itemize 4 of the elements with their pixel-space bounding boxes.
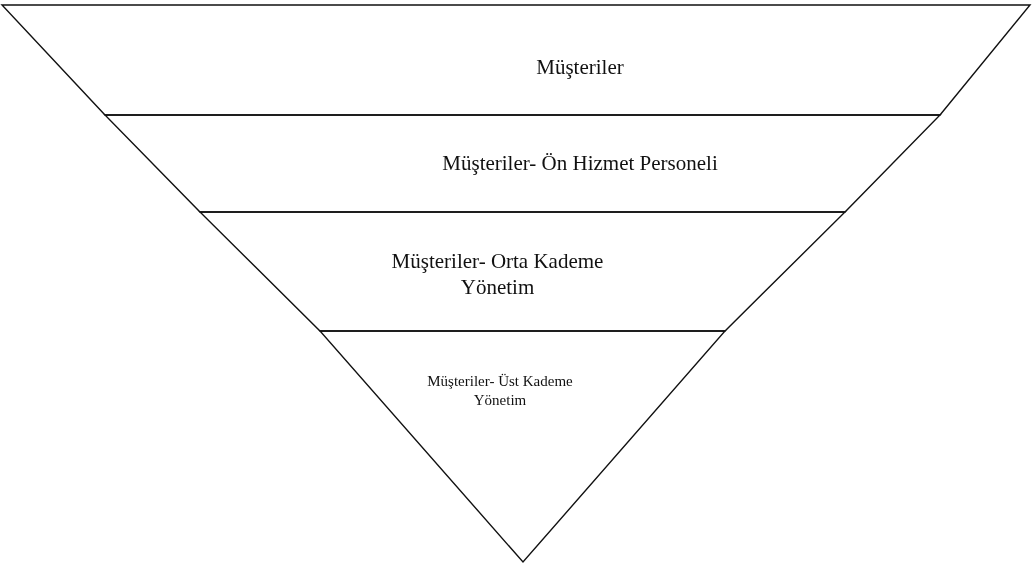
band-label: Müşteriler- Ön Hizmet Personeli	[441, 150, 719, 177]
band-label: Müşteriler- Üst Kademe Yönetim	[426, 372, 574, 410]
band-label: Müşteriler- Orta Kademe Yönetim	[390, 248, 605, 301]
band-label: Müşteriler	[535, 54, 625, 81]
